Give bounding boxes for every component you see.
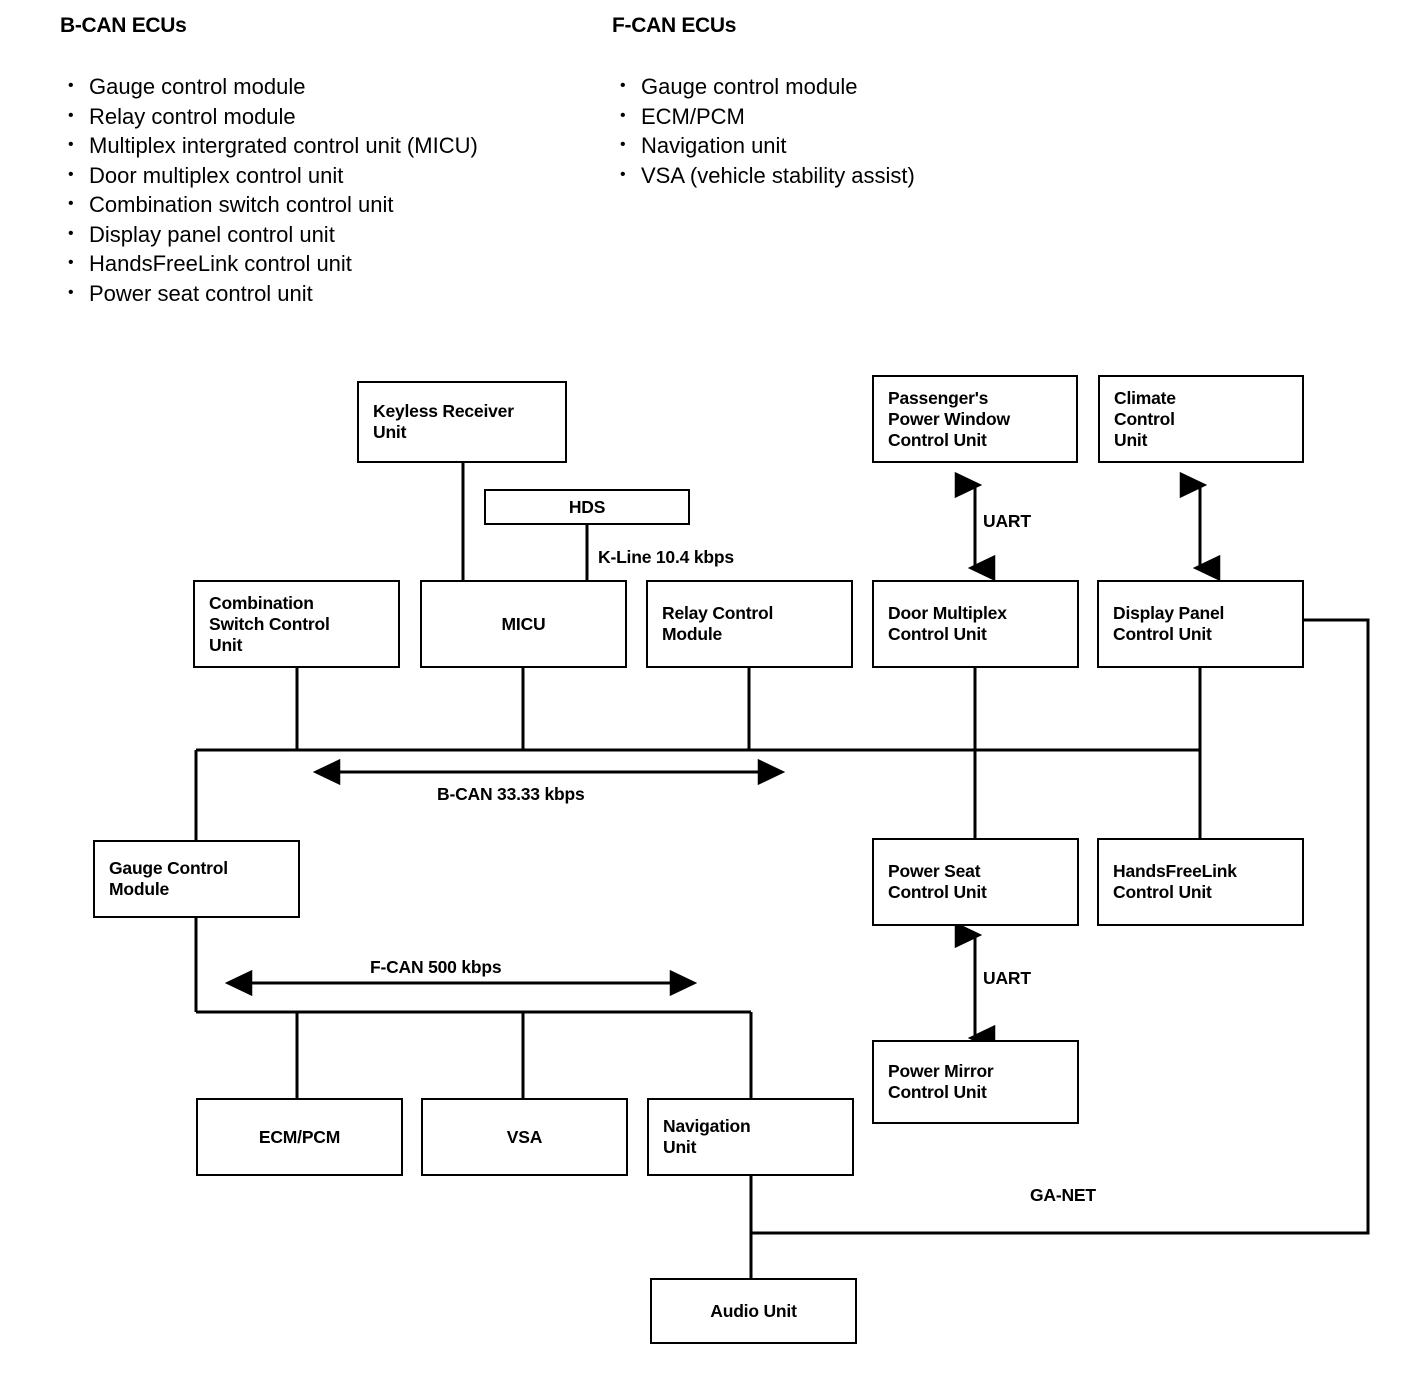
list-item: Display panel control unit: [60, 219, 478, 250]
node-navigation-unit[interactable]: Navigation Unit: [647, 1098, 854, 1176]
node-keyless-receiver-unit[interactable]: Keyless Receiver Unit: [357, 381, 567, 463]
bcan-list-title: B-CAN ECUs: [60, 14, 187, 37]
node-vsa[interactable]: VSA: [421, 1098, 628, 1176]
node-handsfreelink-control-unit[interactable]: HandsFreeLink Control Unit: [1097, 838, 1304, 926]
list-item: Combination switch control unit: [60, 189, 478, 220]
list-item: Multiplex intergrated control unit (MICU…: [60, 130, 478, 161]
list-item: Relay control module: [60, 101, 478, 132]
list-item: VSA (vehicle stability assist): [612, 160, 915, 191]
node-passengers-power-window-control-unit[interactable]: Passenger's Power Window Control Unit: [872, 375, 1078, 463]
node-gauge-control-module[interactable]: Gauge Control Module: [93, 840, 300, 918]
label-f-can: F-CAN 500 kbps: [370, 957, 502, 977]
label-b-can: B-CAN 33.33 kbps: [437, 784, 585, 804]
fcan-list-items: Gauge control module ECM/PCM Navigation …: [612, 71, 915, 191]
node-power-seat-control-unit[interactable]: Power Seat Control Unit: [872, 838, 1079, 926]
label-ga-net: GA-NET: [1030, 1185, 1096, 1205]
list-item: Gauge control module: [612, 71, 915, 102]
node-door-multiplex-control-unit[interactable]: Door Multiplex Control Unit: [872, 580, 1079, 668]
bcan-ecu-list: B-CAN ECUs Gauge control module Relay co…: [60, 14, 478, 308]
fcan-ecu-list: F-CAN ECUs Gauge control module ECM/PCM …: [612, 14, 915, 190]
list-item: Power seat control unit: [60, 278, 478, 309]
list-item: HandsFreeLink control unit: [60, 248, 478, 279]
node-hds[interactable]: HDS: [484, 489, 690, 525]
list-item: Navigation unit: [612, 130, 915, 161]
node-combination-switch-control-unit[interactable]: Combination Switch Control Unit: [193, 580, 400, 668]
node-display-panel-control-unit[interactable]: Display Panel Control Unit: [1097, 580, 1304, 668]
list-item: Door multiplex control unit: [60, 160, 478, 191]
list-item: Gauge control module: [60, 71, 478, 102]
node-audio-unit[interactable]: Audio Unit: [650, 1278, 857, 1344]
label-k-line: K-Line 10.4 kbps: [598, 547, 734, 567]
fcan-list-title: F-CAN ECUs: [612, 14, 737, 37]
node-micu[interactable]: MICU: [420, 580, 627, 668]
node-relay-control-module[interactable]: Relay Control Module: [646, 580, 853, 668]
list-item: ECM/PCM: [612, 101, 915, 132]
node-ecm-pcm[interactable]: ECM/PCM: [196, 1098, 403, 1176]
label-uart-power-window: UART: [983, 511, 1031, 531]
node-climate-control-unit[interactable]: Climate Control Unit: [1098, 375, 1304, 463]
bcan-list-items: Gauge control module Relay control modul…: [60, 71, 478, 309]
label-uart-power-mirror: UART: [983, 968, 1031, 988]
node-power-mirror-control-unit[interactable]: Power Mirror Control Unit: [872, 1040, 1079, 1124]
